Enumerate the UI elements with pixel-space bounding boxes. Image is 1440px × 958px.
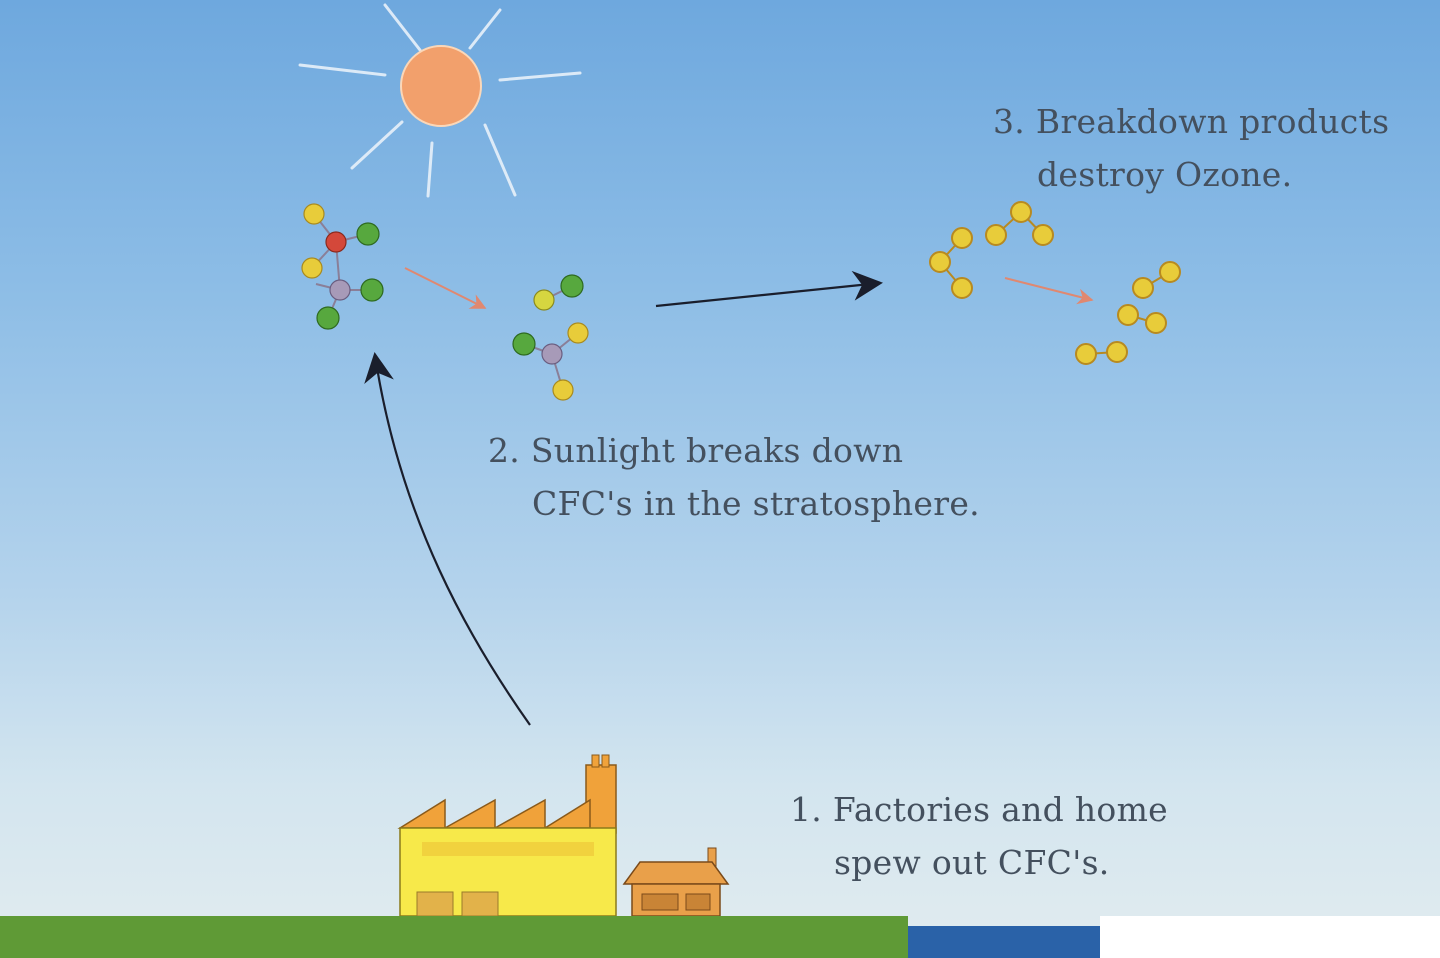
step-1-label: 1. Factories and home spew out CFC's. (790, 783, 1168, 889)
ozone-molecule-icon (929, 201, 1054, 299)
ozone-reaction-arrow (1004, 277, 1094, 305)
ground (0, 916, 1440, 958)
transfer-arrow (655, 270, 883, 308)
oxygen-molecule-icon (1075, 261, 1181, 365)
cfc-molecule-icon (301, 203, 384, 330)
cfc-fragment-icon (512, 274, 589, 401)
step-1-line-2: spew out CFC's. (834, 843, 1110, 882)
step-2-line-1: 2. Sunlight breaks down (488, 431, 904, 470)
step-3-label: 3. Breakdown products destroy Ozone. (993, 95, 1389, 201)
breakdown-arrow (404, 267, 487, 309)
house-icon (622, 847, 730, 917)
step-3-line-2: destroy Ozone. (1037, 155, 1293, 194)
step-2-line-2: CFC's in the stratosphere. (532, 484, 980, 523)
rise-arrow (364, 352, 531, 726)
factory-icon (397, 754, 617, 917)
step-2-label: 2. Sunlight breaks down CFC's in the str… (488, 424, 980, 530)
step-1-line-1: 1. Factories and home (790, 790, 1169, 829)
step-3-line-1: 3. Breakdown products (993, 102, 1390, 141)
sun-icon (298, 3, 582, 198)
